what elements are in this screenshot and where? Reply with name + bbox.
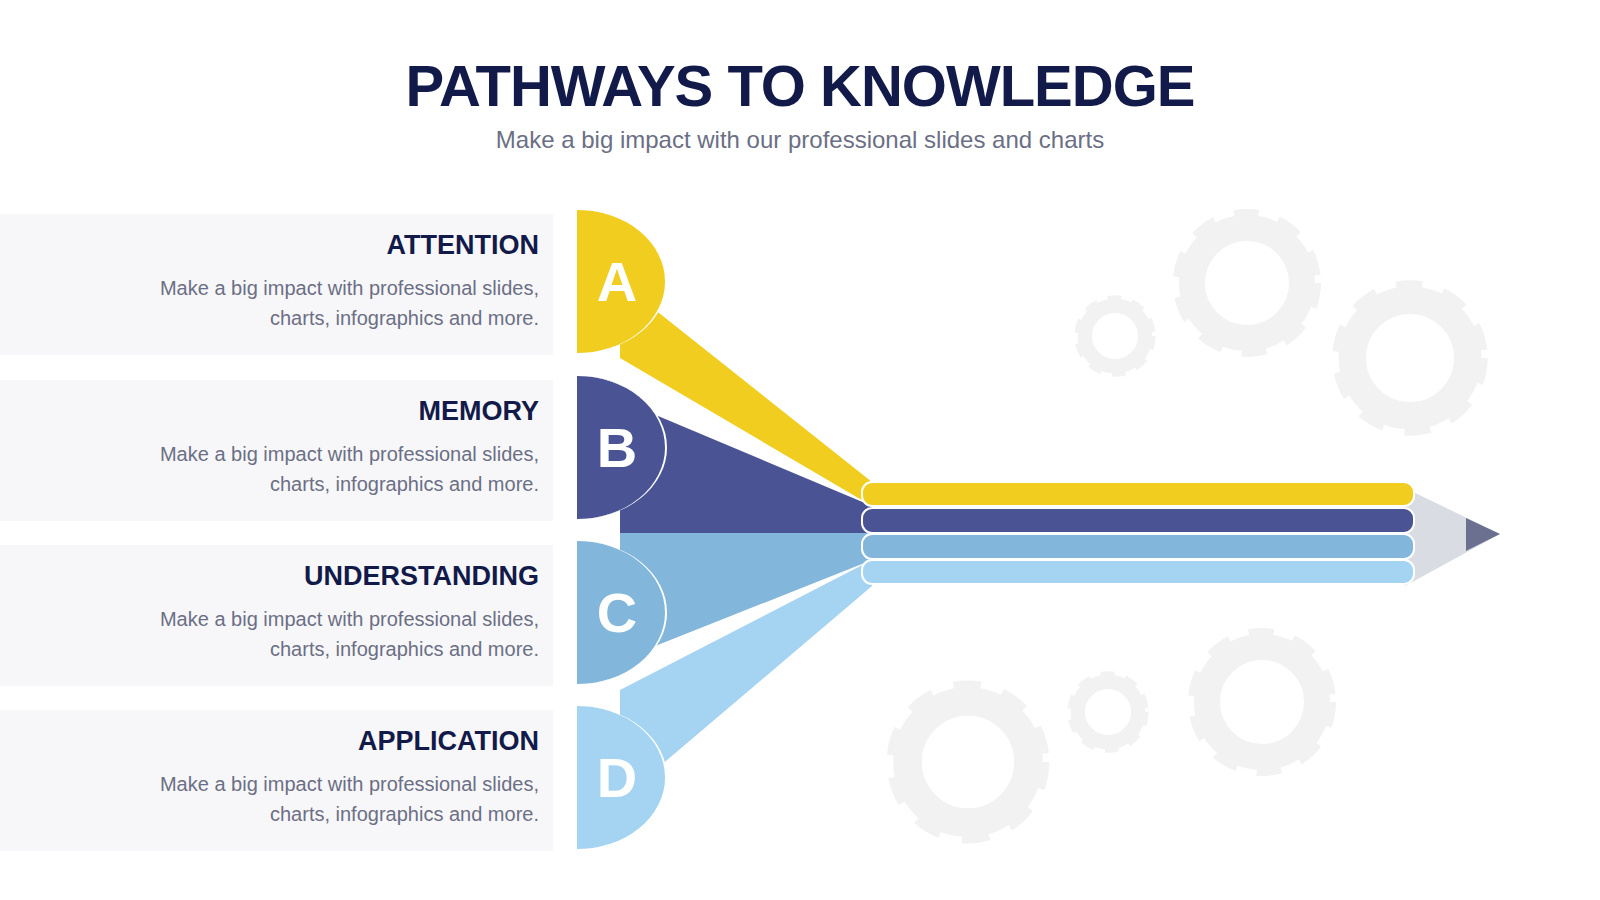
text-panel: APPLICATION Make a big impact with profes… [0,710,553,851]
funnel-bands [620,282,872,800]
tab-letter: A [597,249,645,314]
tab-letter: B [597,415,645,480]
text-panel: MEMORY Make a big impact with professiona… [0,380,553,521]
panel-heading: UNDERSTANDING [20,561,539,592]
text-panel: ATTENTION Make a big impact with professi… [0,214,553,355]
subtitle: Make a big impact with our professional … [0,126,1600,154]
panel-body: Make a big impact with professional slid… [159,273,539,333]
panel-heading: MEMORY [20,396,539,427]
panel-body: Make a big impact with professional slid… [159,769,539,829]
pencil-body [862,482,1500,586]
panel-heading: APPLICATION [20,726,539,757]
text-panel: UNDERSTANDING Make a big impact with prof… [0,545,553,686]
panel-body: Make a big impact with professional slid… [159,439,539,499]
panel-body: Make a big impact with professional slid… [159,604,539,664]
panel-heading: ATTENTION [20,230,539,261]
tab-letter: D [597,745,645,810]
tab-letter: C [597,580,645,645]
diagram-title: PATHWAYS TO KNOWLEDGE [0,52,1600,119]
